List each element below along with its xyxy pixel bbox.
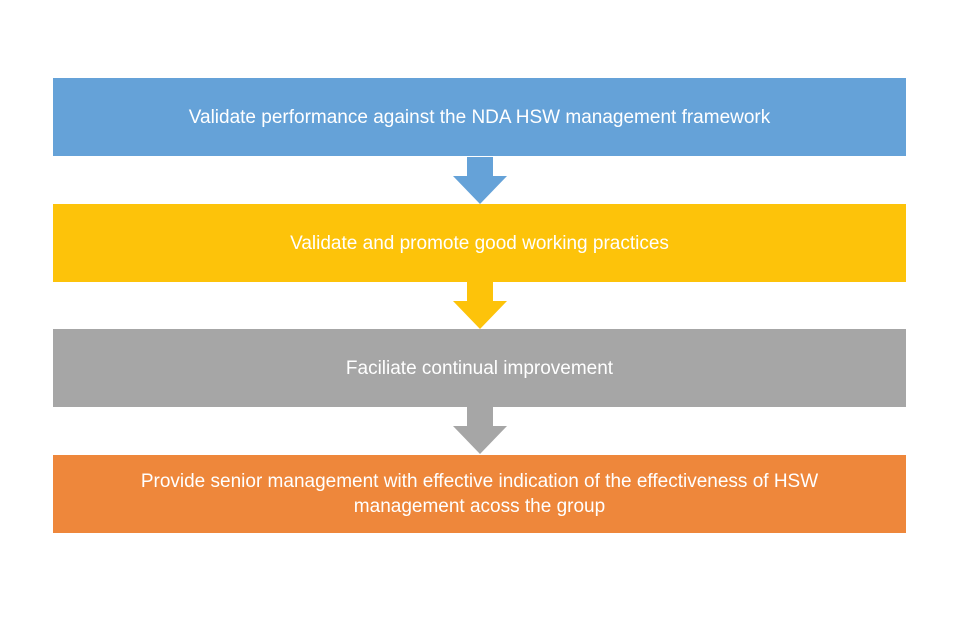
arrow-3-shape	[453, 407, 507, 454]
step-3-box: Faciliate continual improvement	[53, 329, 906, 407]
step-2-label: Validate and promote good working practi…	[290, 232, 669, 254]
arrow-1-shape	[453, 157, 507, 204]
step-3-label: Faciliate continual improvement	[345, 357, 614, 379]
step-1-box: Validate performance against the NDA HSW…	[53, 78, 906, 156]
arrow-down-icon	[453, 282, 507, 329]
step-1-label: Validate performance against the NDA HSW…	[188, 106, 771, 128]
step-4-label: Provide senior management with effective…	[140, 471, 819, 517]
arrow-2-shape	[453, 282, 507, 329]
arrow-down-icon	[453, 407, 507, 454]
step-2-box: Validate and promote good working practi…	[53, 204, 906, 282]
step-4-box: Provide senior management with effective…	[53, 455, 906, 533]
arrow-down-icon	[453, 157, 507, 204]
